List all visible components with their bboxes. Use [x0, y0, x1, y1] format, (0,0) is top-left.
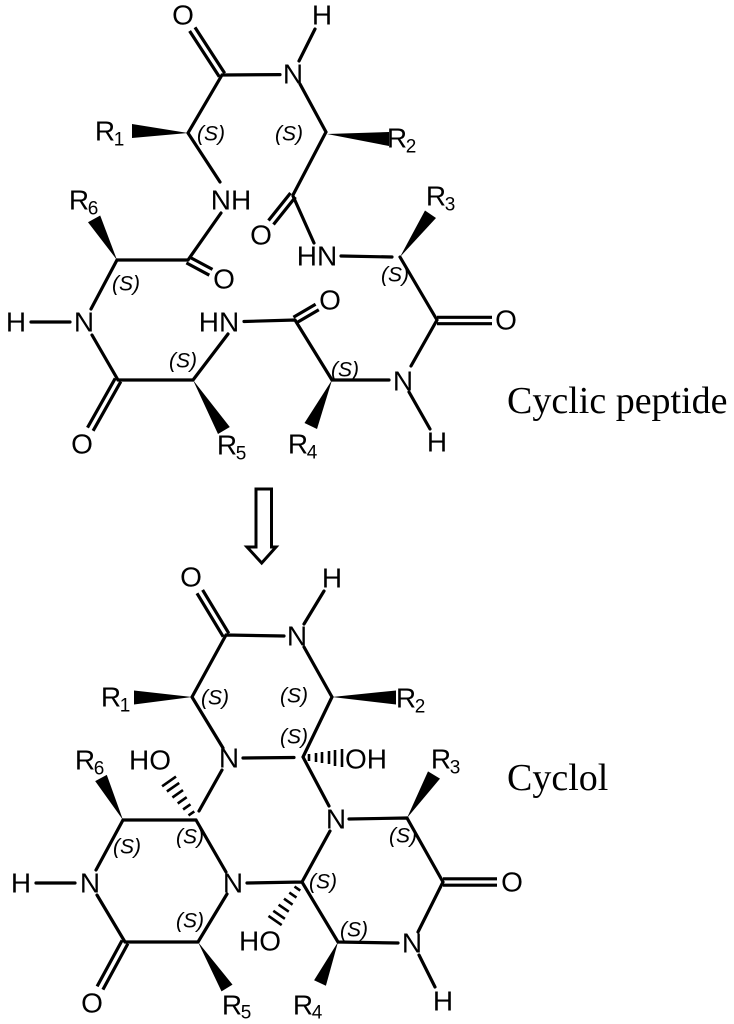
- r3-subscript: 3: [450, 758, 461, 779]
- wedge-bond-r5: [193, 380, 230, 434]
- hydrogen-label: H: [322, 563, 342, 594]
- r6-label: R: [69, 185, 89, 216]
- nitrogen-label: N: [219, 743, 239, 774]
- stereocenter-s-label: (S): [169, 350, 197, 373]
- wedge-bond-r6: [88, 215, 117, 260]
- nitrogen-label: N: [287, 621, 307, 652]
- stereocenter-s-label: (S): [113, 836, 141, 859]
- hydroxyl-ho-label: HO: [239, 926, 281, 957]
- hydrogen-label: H: [427, 427, 447, 458]
- nitrogen-label: N: [402, 928, 422, 959]
- stereocenter-s-label: (S): [340, 919, 368, 942]
- wedge-bond-r4: [304, 380, 332, 429]
- r2-subscript: 2: [406, 137, 417, 158]
- stereocenter-s-label: (S): [280, 685, 308, 708]
- nitrogen-label: N: [326, 804, 346, 835]
- r6-label: R: [75, 745, 95, 776]
- wedge-bond-r1: [134, 690, 192, 705]
- double-bonds: [95, 589, 497, 991]
- wedge-bond-r4: [314, 942, 338, 986]
- wedge-bond-r2: [332, 690, 396, 705]
- cyclic-peptide-structure: O O O O O O N N N H H H NH HN HN (S) (S)…: [6, 0, 728, 465]
- r3-subscript: 3: [445, 195, 456, 216]
- wedge-bond-r5: [198, 942, 233, 992]
- oxygen-label: O: [501, 867, 523, 898]
- wedge-bond-r3: [407, 771, 440, 818]
- nitrogen-label: N: [283, 59, 303, 90]
- amide-hn-label: HN: [297, 241, 337, 272]
- hash-bond-ho-left: [161, 775, 196, 817]
- hash-bond-ho-bottom: [267, 885, 302, 927]
- cyclol-title: Cyclol: [507, 757, 608, 799]
- r3-label: R: [426, 181, 446, 212]
- r1-label: R: [101, 682, 121, 713]
- r4-label: R: [288, 429, 308, 460]
- hydrogen-label: H: [433, 986, 453, 1017]
- stereocenter-s-label: (S): [389, 825, 417, 848]
- hydrogen-label: H: [11, 868, 31, 899]
- oxygen-label: O: [250, 220, 272, 251]
- wedge-bond-r3: [400, 210, 436, 257]
- r1-label: R: [95, 116, 115, 147]
- stereocenter-s-label: (S): [201, 687, 229, 710]
- r2-label: R: [396, 683, 416, 714]
- single-bonds: [34, 589, 445, 989]
- hydroxyl-oh-label: OH: [345, 744, 387, 775]
- cyclol-structure: O O O N N N N N N H H H HO OH HO (S) (S)…: [11, 562, 608, 1024]
- single-bonds: [29, 27, 439, 431]
- oxygen-label: O: [172, 0, 194, 31]
- nitrogen-label: N: [223, 868, 243, 899]
- hydrogen-label: H: [6, 307, 26, 338]
- oxygen-label: O: [71, 429, 93, 460]
- oxygen-label: O: [213, 264, 235, 295]
- stereocenter-s-label: (S): [112, 273, 140, 296]
- r5-subscript: 5: [236, 444, 247, 465]
- hash-bond-oh-right: [307, 749, 344, 767]
- r5-subscript: 5: [241, 1003, 252, 1024]
- nitrogen-label: N: [80, 868, 100, 899]
- cyclic-peptide-title: Cyclic peptide: [507, 380, 728, 422]
- double-bonds: [86, 26, 492, 432]
- stereocenter-s-label: (S): [309, 871, 337, 894]
- wedge-bond-r2: [327, 132, 389, 146]
- r2-subscript: 2: [415, 697, 426, 718]
- hydrogen-label: H: [312, 0, 332, 31]
- wedge-bond-r1: [132, 124, 188, 138]
- stereocenter-s-label: (S): [197, 123, 225, 146]
- r5-label: R: [217, 430, 237, 461]
- amide-hn-label: HN: [199, 307, 239, 338]
- oxygen-label: O: [180, 562, 202, 593]
- hydroxyl-ho-label: HO: [129, 745, 171, 776]
- wedge-bond-r6: [95, 774, 123, 820]
- r6-subscript: 6: [94, 759, 105, 780]
- stereocenter-s-label: (S): [280, 726, 308, 749]
- stereocenter-s-label: (S): [176, 826, 204, 849]
- r1-subscript: 1: [120, 696, 131, 717]
- stereocenter-s-label: (S): [275, 123, 303, 146]
- r4-subscript: 4: [307, 443, 318, 464]
- nitrogen-label: N: [74, 307, 94, 338]
- nitrogen-label: N: [393, 366, 413, 397]
- r6-subscript: 6: [88, 199, 99, 220]
- r3-label: R: [431, 744, 451, 775]
- down-arrow-icon: [243, 487, 280, 566]
- r2-label: R: [387, 123, 407, 154]
- stereocenter-s-label: (S): [331, 359, 359, 382]
- oxygen-label: O: [319, 285, 341, 316]
- oxygen-label: O: [81, 988, 103, 1019]
- r4-label: R: [293, 990, 313, 1021]
- r4-subscript: 4: [312, 1003, 323, 1024]
- stereocenter-s-label: (S): [381, 264, 409, 287]
- r1-subscript: 1: [114, 130, 125, 151]
- oxygen-label: O: [495, 305, 517, 336]
- stereocenter-s-label: (S): [176, 910, 204, 933]
- r5-label: R: [222, 990, 242, 1021]
- amide-nh-label: NH: [211, 185, 251, 216]
